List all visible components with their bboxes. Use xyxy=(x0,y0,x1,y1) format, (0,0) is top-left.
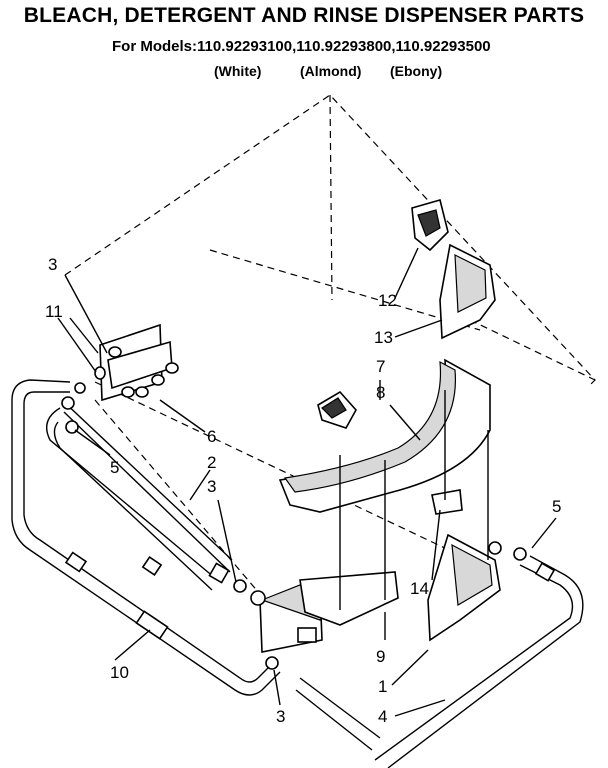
callout-5-right: 5 xyxy=(552,497,561,516)
callout-13: 13 xyxy=(374,328,393,347)
callout-12: 12 xyxy=(378,291,397,310)
variant-white: (White) xyxy=(214,63,262,79)
page-title: BLEACH, DETERGENT AND RINSE DISPENSER PA… xyxy=(23,4,585,27)
cabinet-outline xyxy=(64,94,596,601)
callout-2: 2 xyxy=(207,453,216,472)
clip-7 xyxy=(317,390,357,429)
bracket-13 xyxy=(439,243,496,340)
inlet-manifold-6 xyxy=(61,323,179,434)
callout-3-top: 3 xyxy=(48,255,57,274)
callout-11: 11 xyxy=(45,302,63,321)
callout-3-middle: 3 xyxy=(207,477,216,496)
callout-14: 14 xyxy=(410,579,429,598)
callout-10: 10 xyxy=(110,663,129,682)
callout-4: 4 xyxy=(378,707,387,726)
callout-8: 8 xyxy=(376,383,385,402)
variant-almond: (Almond) xyxy=(300,63,362,79)
callout-9: 9 xyxy=(376,647,385,666)
hose-4 xyxy=(295,541,584,768)
hose-2 xyxy=(46,399,233,591)
callout-7: 7 xyxy=(376,357,385,376)
callout-1: 1 xyxy=(378,677,387,696)
callout-5-left: 5 xyxy=(110,458,119,477)
variant-ebony: (Ebony) xyxy=(390,63,443,79)
callout-3-bottom: 3 xyxy=(276,707,285,726)
upper-dispenser-12 xyxy=(411,199,449,252)
hose-10 xyxy=(11,379,281,696)
models-line: For Models:110.92293100,110.92293800,110… xyxy=(112,38,491,55)
lower-housing-9 xyxy=(233,571,399,670)
leader-lines xyxy=(57,247,557,717)
callout-6: 6 xyxy=(207,427,216,446)
dispenser-cup-8 xyxy=(278,358,491,610)
dispenser-1 xyxy=(427,390,501,642)
